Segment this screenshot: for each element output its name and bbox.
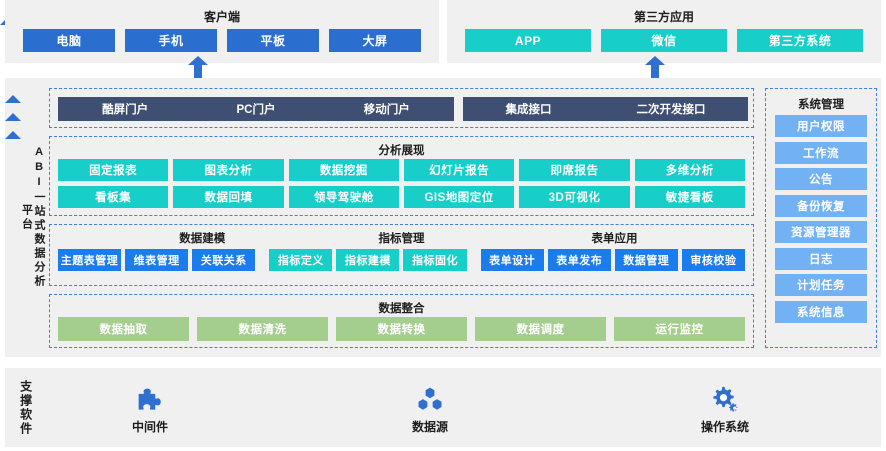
form-tile-data-mgmt[interactable]: 数据管理 bbox=[614, 249, 678, 271]
portal-bar-right: 集成接口 二次开发接口 bbox=[463, 97, 748, 121]
analysis-tile-3d-visual[interactable]: 3D可视化 bbox=[519, 186, 630, 208]
client-tile-pc[interactable]: 电脑 bbox=[23, 29, 115, 52]
support-software-label-text: 支撑软件 bbox=[18, 379, 33, 436]
modeling-tile-row: 主题表管理 维表管理 关联关系 指标定义 指标建模 指标固化 表单设计 表单发布… bbox=[58, 249, 745, 271]
modeling-subgroup-title-data-modeling: 数据建模 bbox=[179, 233, 226, 245]
modeling-tile-dimension-table[interactable]: 维表管理 bbox=[125, 249, 189, 271]
portal-item-integration-api[interactable]: 集成接口 bbox=[505, 104, 552, 116]
client-tile-phone[interactable]: 手机 bbox=[125, 29, 217, 52]
system-management-title: 系统管理 bbox=[798, 99, 844, 111]
form-tile-design[interactable]: 表单设计 bbox=[480, 249, 544, 271]
modeling-group-titles: 数据建模 指标管理 表单应用 bbox=[58, 230, 745, 245]
modeling-subgroup-title-form-app: 表单应用 bbox=[591, 233, 638, 245]
sysmgmt-item-backup-restore[interactable]: 备份恢复 bbox=[775, 194, 867, 217]
analysis-tile-gis-map[interactable]: GIS地图定位 bbox=[403, 186, 515, 208]
client-band: 客户端 电脑 手机 平板 大屏 bbox=[5, 0, 439, 63]
portal-item-coolscreen[interactable]: 酷屏门户 bbox=[102, 104, 149, 116]
portal-bar-left: 酷屏门户 PC门户 移动门户 bbox=[58, 97, 454, 121]
platform-vertical-label: 平台 ABI一站式数据分析 bbox=[11, 78, 53, 357]
integration-tile-row: 数据抽取 数据清洗 数据转换 数据调度 运行监控 bbox=[58, 317, 745, 341]
third-party-tile-app[interactable]: APP bbox=[465, 29, 591, 52]
integration-tile-extract[interactable]: 数据抽取 bbox=[58, 317, 189, 341]
support-label-datasource: 数据源 bbox=[411, 420, 448, 434]
analysis-tile-dashboard-set[interactable]: 看板集 bbox=[58, 186, 169, 208]
support-software-band: 支撑软件 中间件 数据源 bbox=[5, 368, 881, 447]
analysis-row-1: 固定报表 图表分析 数据挖掘 幻灯片报告 即席报告 多维分析 bbox=[58, 159, 745, 181]
platform-panel: 平台 ABI一站式数据分析 酷屏门户 PC门户 移动门户 集成接口 二次开发接口… bbox=[5, 78, 881, 357]
integration-group-title: 数据整合 bbox=[378, 303, 425, 315]
client-band-title: 客户端 bbox=[203, 10, 240, 24]
support-label-middleware: 中间件 bbox=[131, 420, 168, 434]
support-item-datasource: 数据源 bbox=[370, 384, 490, 435]
sysmgmt-item-user-permission[interactable]: 用户权限 bbox=[775, 115, 867, 137]
sysmgmt-item-log[interactable]: 日志 bbox=[775, 247, 867, 270]
system-management-group: 系统管理 用户权限 工作流 公告 备份恢复 资源管理器 日志 计划任务 系统信息 bbox=[765, 88, 877, 348]
modeling-tile-subject-table[interactable]: 主题表管理 bbox=[58, 249, 122, 271]
analysis-tile-fixed-report[interactable]: 固定报表 bbox=[58, 159, 169, 181]
modeling-tile-relationship[interactable]: 关联关系 bbox=[192, 249, 256, 271]
modeling-subgroup-title-metric-mgmt: 指标管理 bbox=[378, 233, 425, 245]
analysis-tile-data-mining[interactable]: 数据挖掘 bbox=[288, 159, 399, 181]
support-software-vertical-label: 支撑软件 bbox=[18, 368, 33, 447]
third-party-tile-wechat[interactable]: 微信 bbox=[601, 29, 727, 52]
third-party-tile-row: APP 微信 第三方系统 bbox=[447, 29, 881, 52]
portal-item-mobile[interactable]: 移动门户 bbox=[363, 104, 410, 116]
support-item-middleware: 中间件 bbox=[90, 384, 210, 435]
third-party-tile-system[interactable]: 第三方系统 bbox=[737, 29, 863, 52]
modeling-group-separator-2 bbox=[471, 249, 477, 271]
portal-item-secondary-dev-api[interactable]: 二次开发接口 bbox=[636, 104, 706, 116]
analysis-tile-agile-board[interactable]: 敏捷看板 bbox=[634, 186, 745, 208]
integration-tile-schedule[interactable]: 数据调度 bbox=[475, 317, 606, 341]
integration-group: 数据整合 数据抽取 数据清洗 数据转换 数据调度 运行监控 bbox=[49, 294, 754, 348]
integration-tile-monitor[interactable]: 运行监控 bbox=[614, 317, 745, 341]
puzzle-piece-icon bbox=[90, 384, 210, 414]
analysis-tile-data-backfill[interactable]: 数据回填 bbox=[173, 186, 284, 208]
metric-tile-hardening[interactable]: 指标固化 bbox=[403, 249, 467, 271]
client-tile-row: 电脑 手机 平板 大屏 bbox=[5, 29, 439, 52]
metric-tile-modeling[interactable]: 指标建模 bbox=[336, 249, 400, 271]
analysis-group-title: 分析展现 bbox=[378, 145, 425, 157]
sysmgmt-item-workflow[interactable]: 工作流 bbox=[775, 141, 867, 164]
analysis-tile-adhoc-report[interactable]: 即席报告 bbox=[519, 159, 630, 181]
portal-item-pc[interactable]: PC门户 bbox=[236, 104, 276, 116]
analysis-tile-chart-analysis[interactable]: 图表分析 bbox=[173, 159, 284, 181]
third-party-band: 第三方应用 APP 微信 第三方系统 bbox=[447, 0, 881, 63]
system-management-list: 用户权限 工作流 公告 备份恢复 资源管理器 日志 计划任务 系统信息 bbox=[775, 115, 867, 323]
portal-group: 酷屏门户 PC门户 移动门户 集成接口 二次开发接口 bbox=[49, 88, 754, 128]
analysis-group: 分析展现 固定报表 图表分析 数据挖掘 幻灯片报告 即席报告 多维分析 看板集 … bbox=[49, 136, 754, 216]
platform-vertical-label-main: ABI一站式数据分析 bbox=[33, 146, 46, 289]
analysis-row-2: 看板集 数据回填 领导驾驶舱 GIS地图定位 3D可视化 敏捷看板 bbox=[58, 186, 745, 208]
arrow-to-client bbox=[188, 56, 208, 78]
modeling-group: 数据建模 指标管理 表单应用 主题表管理 维表管理 关联关系 指标定义 指标建模… bbox=[49, 224, 754, 286]
analysis-tile-slide-report[interactable]: 幻灯片报告 bbox=[403, 159, 515, 181]
sysmgmt-item-system-info[interactable]: 系统信息 bbox=[775, 300, 867, 323]
gear-icon bbox=[665, 384, 785, 414]
form-tile-publish[interactable]: 表单发布 bbox=[547, 249, 611, 271]
analysis-tile-exec-cockpit[interactable]: 领导驾驶舱 bbox=[288, 186, 399, 208]
client-tile-bigscreen[interactable]: 大屏 bbox=[329, 29, 421, 52]
integration-tile-clean[interactable]: 数据清洗 bbox=[197, 317, 328, 341]
sysmgmt-item-announcement[interactable]: 公告 bbox=[775, 168, 867, 190]
support-item-os: 操作系统 bbox=[665, 384, 785, 435]
sysmgmt-item-resource-mgr[interactable]: 资源管理器 bbox=[775, 221, 867, 243]
integration-tile-transform[interactable]: 数据转换 bbox=[336, 317, 467, 341]
sysmgmt-item-scheduled-task[interactable]: 计划任务 bbox=[775, 274, 867, 296]
support-label-os: 操作系统 bbox=[700, 420, 749, 434]
arrow-to-third-party bbox=[645, 56, 665, 78]
form-tile-audit[interactable]: 审核校验 bbox=[681, 249, 745, 271]
third-party-band-title: 第三方应用 bbox=[633, 10, 694, 24]
database-nodes-icon bbox=[370, 384, 490, 414]
modeling-group-separator-1 bbox=[259, 249, 265, 271]
platform-vertical-label-sub: 平台 bbox=[20, 203, 33, 232]
client-tile-tablet[interactable]: 平板 bbox=[227, 29, 319, 52]
analysis-tile-multidim[interactable]: 多维分析 bbox=[634, 159, 745, 181]
metric-tile-definition[interactable]: 指标定义 bbox=[269, 249, 333, 271]
